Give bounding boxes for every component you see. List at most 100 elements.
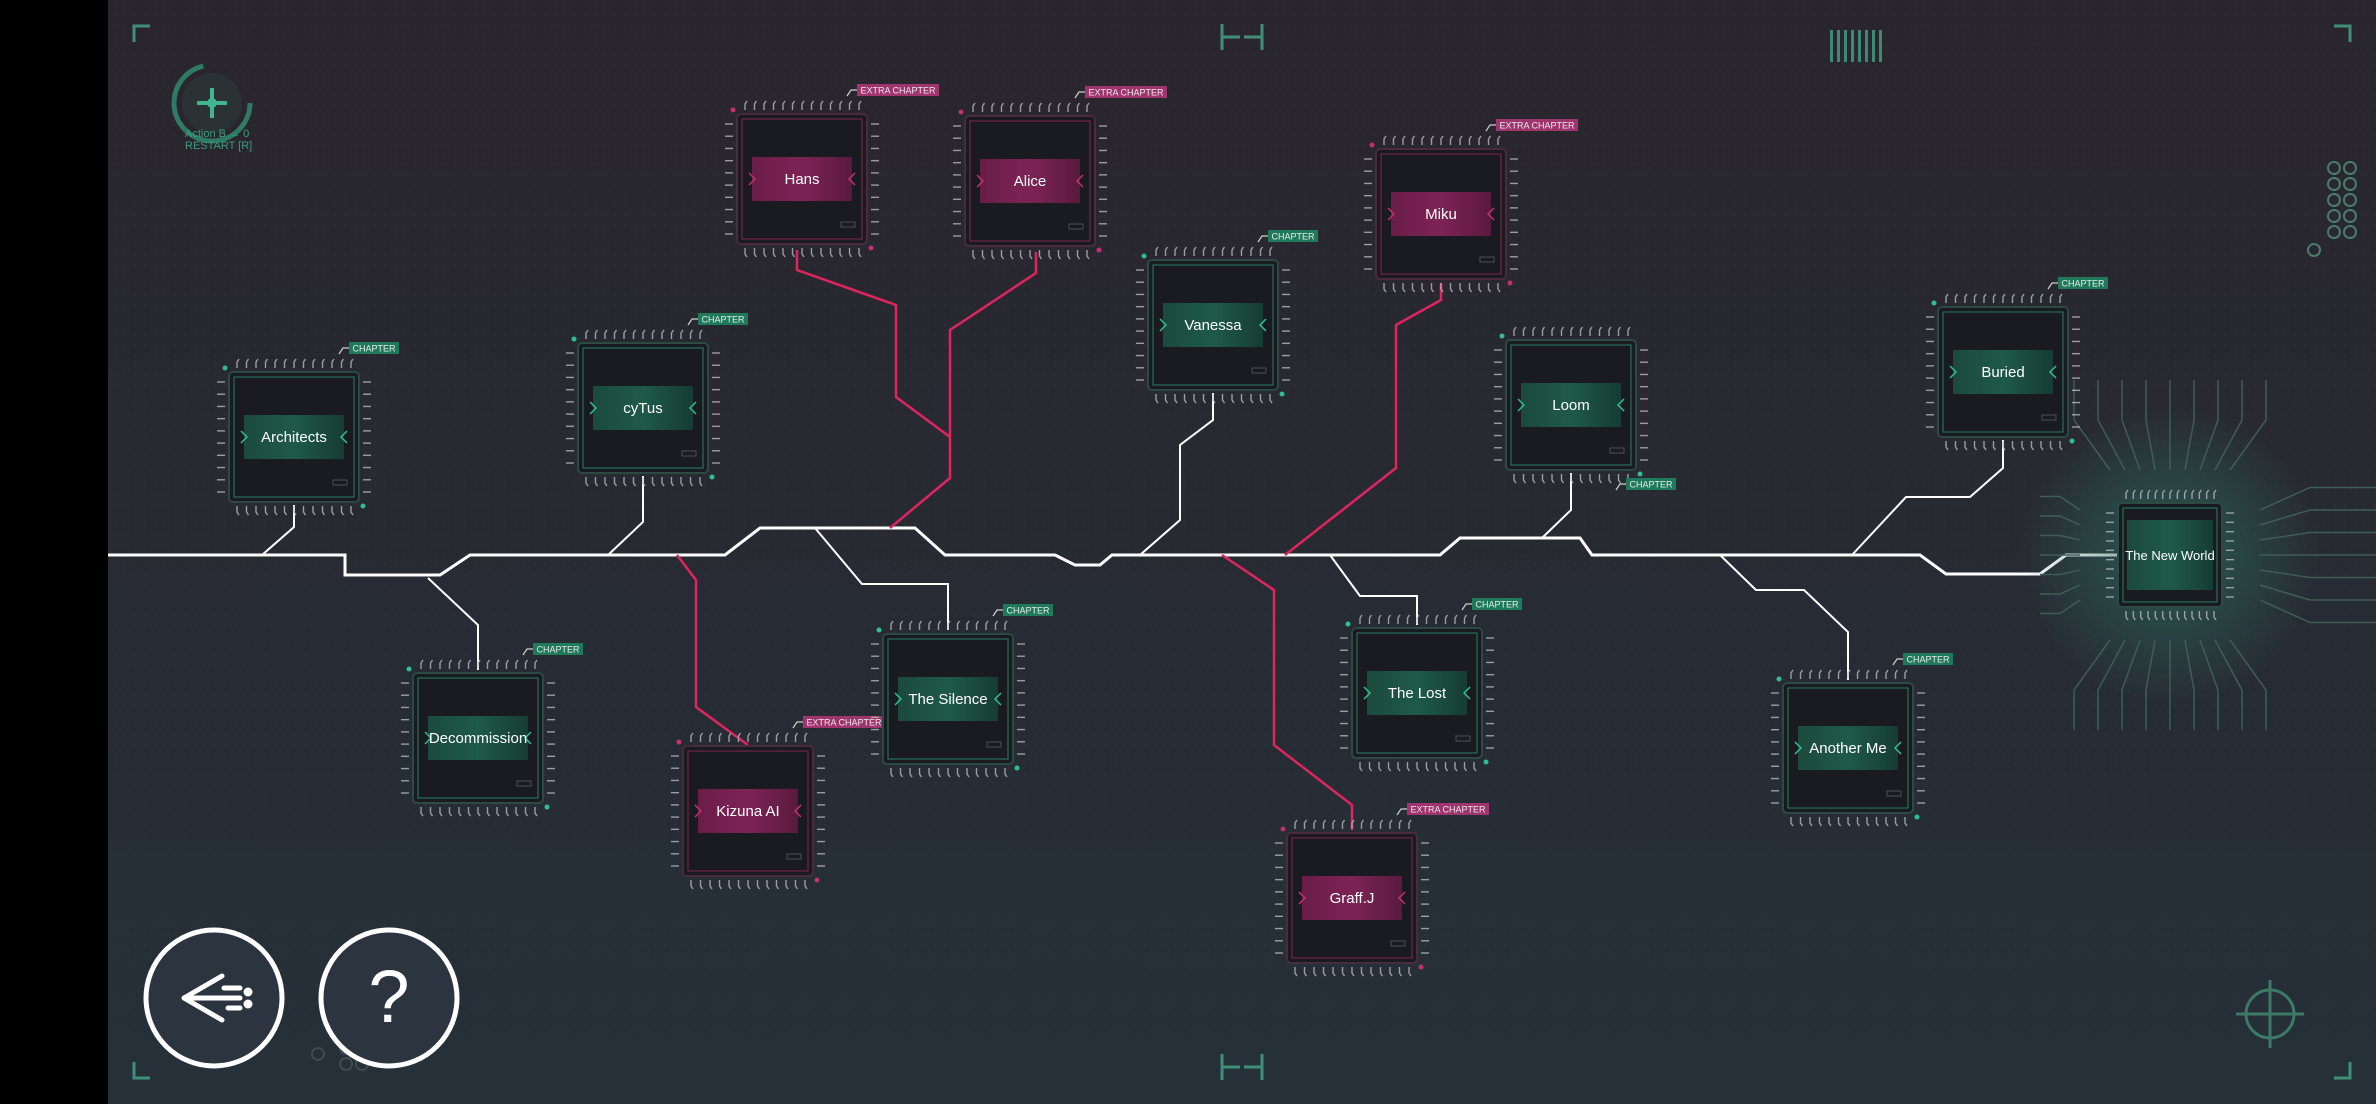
chapter-tag-label: EXTRA CHAPTER xyxy=(1088,88,1164,98)
chapter-tag-label: EXTRA CHAPTER xyxy=(1499,121,1575,131)
letterbox-bar xyxy=(0,0,108,1104)
loom-branch xyxy=(1541,473,1572,539)
chapter-name: cyTus xyxy=(623,400,662,417)
silence-branch xyxy=(814,527,949,630)
lost-branch xyxy=(1329,554,1418,625)
chip-screen xyxy=(1521,383,1621,427)
chapter-tag xyxy=(1003,604,1053,616)
chapter-tag xyxy=(803,716,885,728)
chapter-tag-label: EXTRA CHAPTER xyxy=(1410,805,1486,815)
chapter-node-architects[interactable]: Architects CHAPTER xyxy=(217,342,399,516)
chapter-tag-label: CHAPTER xyxy=(1271,232,1315,242)
chapter-node-anotherme[interactable]: Another Me CHAPTER xyxy=(1771,653,1953,827)
chip-screen xyxy=(752,157,852,201)
chapter-tag-label: CHAPTER xyxy=(1629,480,1673,490)
chapter-tag xyxy=(2058,277,2108,289)
chapter-node-silence[interactable]: The Silence CHAPTER xyxy=(871,604,1053,778)
chapter-name: Vanessa xyxy=(1184,317,1242,334)
chapter-tag-label: EXTRA CHAPTER xyxy=(860,86,936,96)
chapter-node-alice[interactable]: Alice EXTRA CHAPTER xyxy=(953,86,1167,260)
chapter-tag xyxy=(1903,653,1953,665)
cytus-branch xyxy=(607,476,644,556)
chapter-node-graffj[interactable]: Graff.J EXTRA CHAPTER xyxy=(1275,803,1489,977)
chapter-name: The Silence xyxy=(908,691,987,708)
chip-screen xyxy=(980,159,1080,203)
chip-screen xyxy=(2127,520,2213,590)
back-arrow-icon xyxy=(181,973,253,1023)
chapter-name: Architects xyxy=(261,429,327,446)
buried-branch xyxy=(1851,440,2004,556)
chapter-name: Decommission xyxy=(429,730,527,747)
alice-branch xyxy=(889,252,1038,529)
hans-branch xyxy=(795,250,951,439)
chapter-tag xyxy=(533,643,583,655)
action-hint: Action B → 0 xyxy=(185,128,249,140)
chapter-tag xyxy=(1472,598,1522,610)
chip-screen xyxy=(1302,876,1402,920)
vanessa-branch xyxy=(1139,393,1214,556)
chapter-tag-label: CHAPTER xyxy=(352,344,396,354)
chapter-tag-label: CHAPTER xyxy=(2061,279,2105,289)
chip-screen xyxy=(593,386,693,430)
chapter-tag-label: CHAPTER xyxy=(1906,655,1950,665)
help-button[interactable]: ? xyxy=(318,927,460,1069)
question-mark-icon: ? xyxy=(368,955,409,1038)
chapter-node-cytus[interactable]: cyTus CHAPTER xyxy=(566,313,748,487)
chapter-name: The Lost xyxy=(1388,685,1447,702)
back-button[interactable] xyxy=(143,927,285,1069)
chip-screen xyxy=(1367,671,1467,715)
chip-screen xyxy=(1163,303,1263,347)
crosshair-icon xyxy=(2236,980,2304,1048)
chip-screen xyxy=(1798,726,1898,770)
chapter-name: Alice xyxy=(1014,173,1047,190)
chapter-tag xyxy=(698,313,748,325)
hud-indicator: Action B → 0 RESTART [R] xyxy=(171,62,253,152)
restart-hint: RESTART [R] xyxy=(185,140,252,152)
chapter-node-buried[interactable]: Buried CHAPTER xyxy=(1926,277,2108,451)
chapter-tag xyxy=(1407,803,1489,815)
chapter-node-hans[interactable]: Hans EXTRA CHAPTER xyxy=(725,84,939,258)
decommission-branch xyxy=(427,577,479,670)
background-grid xyxy=(108,0,2376,1104)
main-timeline-line xyxy=(108,526,2180,577)
chip-screen xyxy=(698,789,798,833)
chapter-name: Buried xyxy=(1981,364,2024,381)
chapter-node-miku[interactable]: Miku EXTRA CHAPTER xyxy=(1364,119,1578,293)
chip-screen xyxy=(1391,192,1491,236)
connection-lines xyxy=(108,250,2180,830)
barcode-decoration xyxy=(1830,30,1882,62)
chip-screen xyxy=(898,677,998,721)
circle-grid-decoration xyxy=(2307,161,2357,257)
chapter-name: Graff.J xyxy=(1330,890,1375,907)
chapter-name: Loom xyxy=(1552,397,1590,414)
chapter-node-newworld[interactable]: The New World xyxy=(2106,489,2234,621)
chapter-tag-label: CHAPTER xyxy=(1475,600,1519,610)
chapter-node-decommission[interactable]: Decommission CHAPTER xyxy=(401,643,583,817)
chapter-node-kizuna[interactable]: Kizuna AI EXTRA CHAPTER xyxy=(671,716,885,890)
chapter-tag-label: CHAPTER xyxy=(536,645,580,655)
frame-corners xyxy=(132,24,2352,1080)
chapter-name: Another Me xyxy=(1809,740,1887,757)
chapter-name: Miku xyxy=(1425,206,1457,223)
chapter-tag-label: EXTRA CHAPTER xyxy=(806,718,882,728)
chapter-node-lost[interactable]: The Lost CHAPTER xyxy=(1340,598,1522,772)
chapter-name: Kizuna AI xyxy=(716,803,779,820)
chapter-node-vanessa[interactable]: Vanessa CHAPTER xyxy=(1136,230,1318,404)
chapter-tag-label: CHAPTER xyxy=(701,315,745,325)
miku-branch xyxy=(1284,283,1443,556)
chapter-tag xyxy=(1496,119,1578,131)
chapter-name: Hans xyxy=(784,171,819,188)
chapter-tag xyxy=(1626,478,1676,490)
chapter-name: The New World xyxy=(2125,548,2214,563)
anotherme-branch xyxy=(1719,554,1849,680)
chapter-tag-label: CHAPTER xyxy=(1006,606,1050,616)
chapter-tag xyxy=(349,342,399,354)
chapter-tag xyxy=(857,84,939,96)
chip-screen xyxy=(1953,350,2053,394)
graffj-branch xyxy=(1221,553,1354,830)
kizuna-branch xyxy=(676,554,749,747)
chip-screen xyxy=(428,716,528,760)
